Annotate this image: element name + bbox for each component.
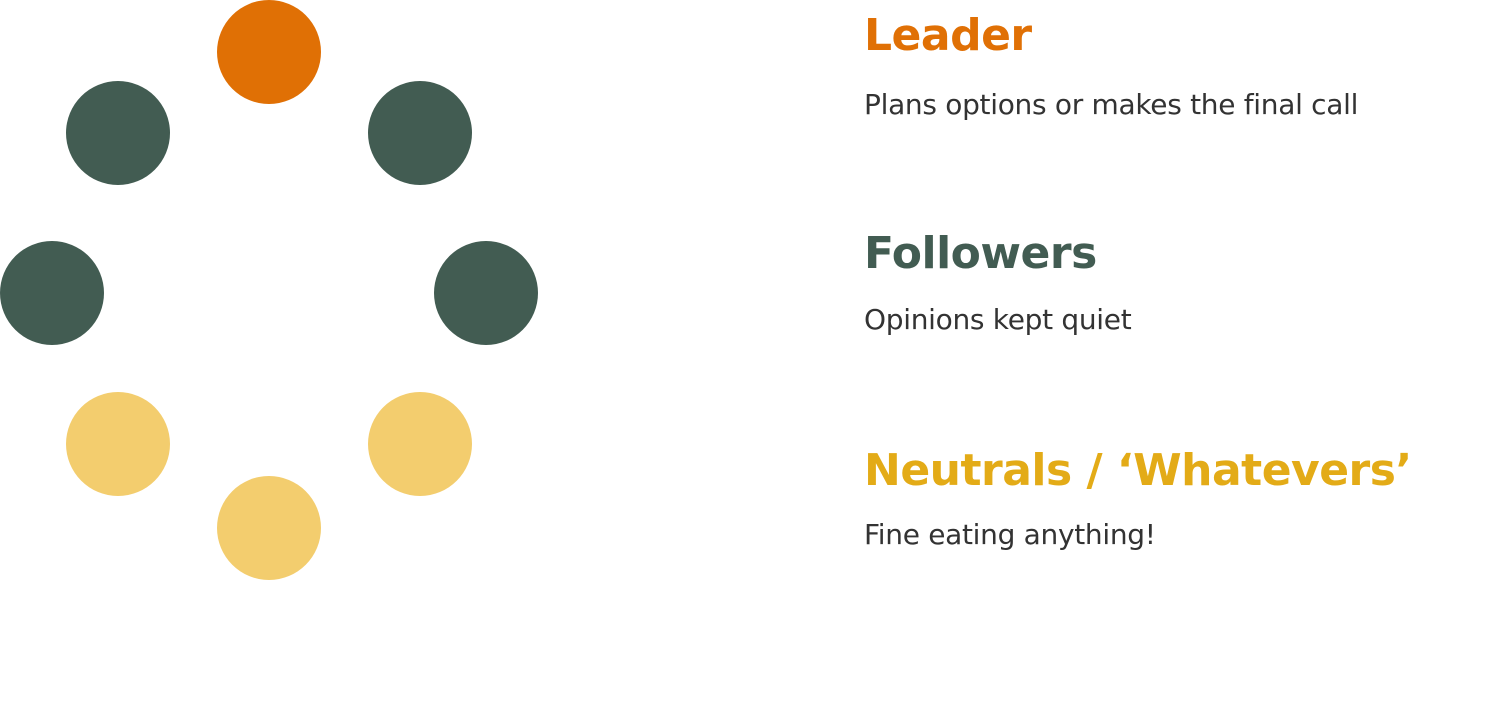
neutral-dot	[66, 392, 170, 496]
followers-description: Opinions kept quiet	[864, 303, 1132, 336]
follower-dot	[368, 81, 472, 185]
neutrals-title: Neutrals / ‘Whatevers’	[864, 445, 1412, 496]
follower-dot	[66, 81, 170, 185]
leader-dot	[217, 0, 321, 104]
followers-title: Followers	[864, 228, 1097, 279]
follower-dot	[0, 241, 104, 345]
leader-description: Plans options or makes the final call	[864, 88, 1359, 121]
neutral-dot	[217, 476, 321, 580]
leader-title: Leader	[864, 10, 1032, 61]
follower-dot	[434, 241, 538, 345]
neutral-dot	[368, 392, 472, 496]
neutrals-description: Fine eating anything!	[864, 518, 1156, 551]
